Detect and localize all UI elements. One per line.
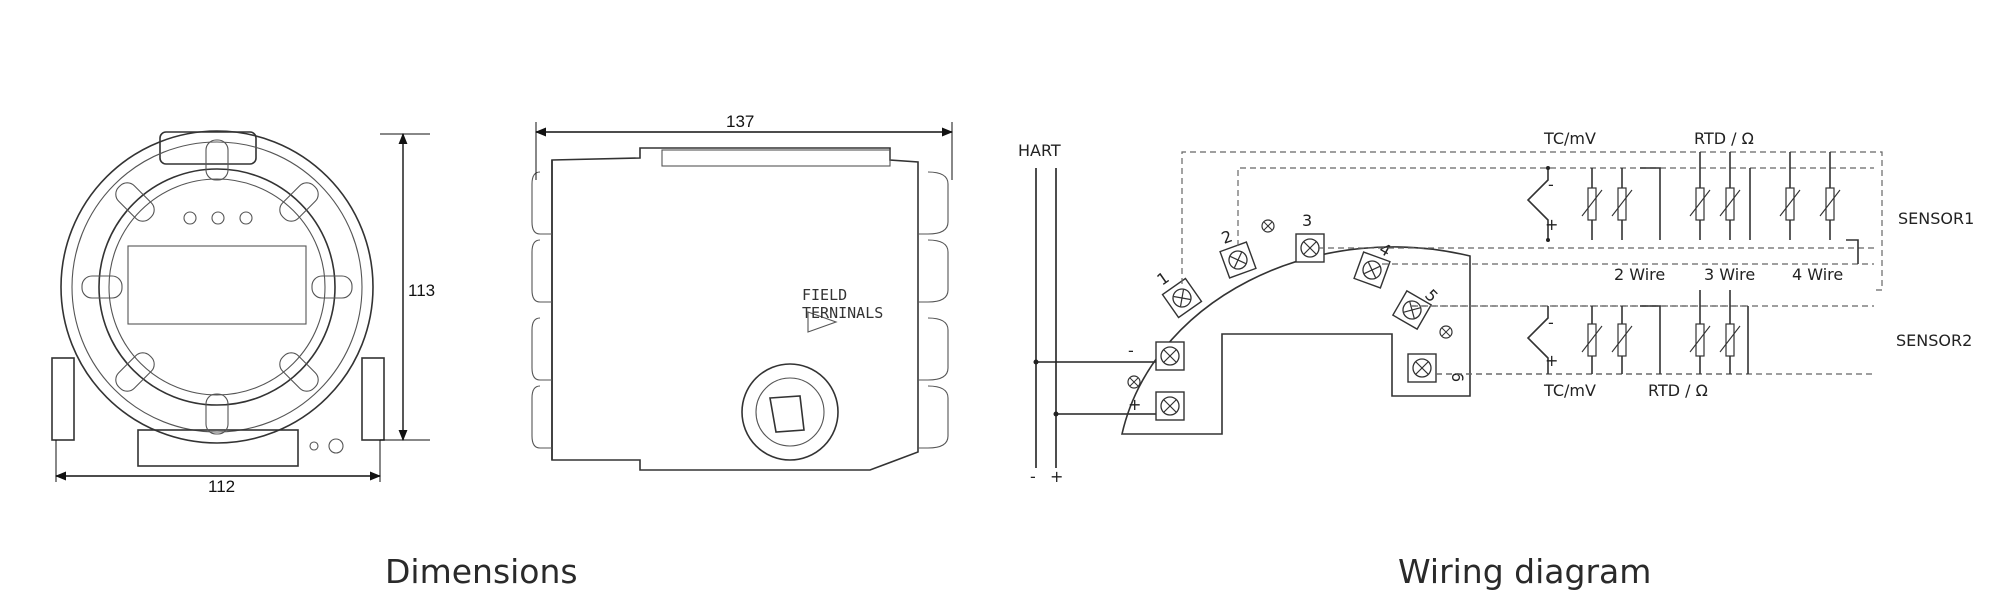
sensor1-elements [1526, 152, 1859, 264]
sensor1-tc-label: TC/mV [1543, 129, 1596, 148]
terminal-screws [1127, 219, 1453, 421]
dimensions-caption: Dimensions [385, 552, 578, 591]
wiring-diagram-caption: Wiring diagram [1398, 552, 1652, 591]
hart-minus-label: - [1030, 467, 1036, 486]
sensor1-label: SENSOR1 [1898, 209, 1974, 228]
housing-label-terminals: TERNINALS [802, 304, 883, 322]
terminal-2-label: 2 [1219, 226, 1235, 247]
terminal-plus-label: + [1128, 395, 1141, 414]
terminal-1-label: 1 [1153, 268, 1172, 289]
terminal-block-outline [1120, 246, 1471, 435]
hart-bus-lines [1033, 168, 1170, 468]
side-view-drawing [531, 122, 954, 471]
dim-width-side: 137 [726, 112, 754, 131]
hart-label: HART [1018, 141, 1061, 160]
terminal-6-label: 6 [1448, 372, 1467, 382]
sensor1-tc-minus: - [1548, 175, 1554, 194]
sensor2-rtd-label: RTD / Ω [1648, 381, 1708, 400]
terminal-3-label: 3 [1302, 211, 1312, 230]
housing-label-field: FIELD [802, 286, 847, 304]
dim-width-front: 112 [208, 477, 235, 496]
wire2-label: 2 Wire [1614, 265, 1665, 284]
front-view-drawing [51, 130, 430, 482]
sensor1-dashed-wires [1181, 151, 1883, 375]
dim-height-front: 113 [408, 281, 435, 300]
sensor2-tc-label: TC/mV [1543, 381, 1596, 400]
sensor2-tc-minus: - [1548, 313, 1554, 332]
terminal-minus-label: - [1128, 341, 1134, 360]
wire4-label: 4 Wire [1792, 265, 1843, 284]
sensor1-rtd-label: RTD / Ω [1694, 129, 1754, 148]
hart-plus-label: + [1050, 467, 1063, 486]
wire3-label: 3 Wire [1704, 265, 1755, 284]
sensor2-elements [1526, 290, 1749, 374]
sensor2-tc-plus: + [1545, 351, 1558, 370]
sensor2-label: SENSOR2 [1896, 331, 1972, 350]
sensor1-tc-plus: + [1545, 215, 1558, 234]
